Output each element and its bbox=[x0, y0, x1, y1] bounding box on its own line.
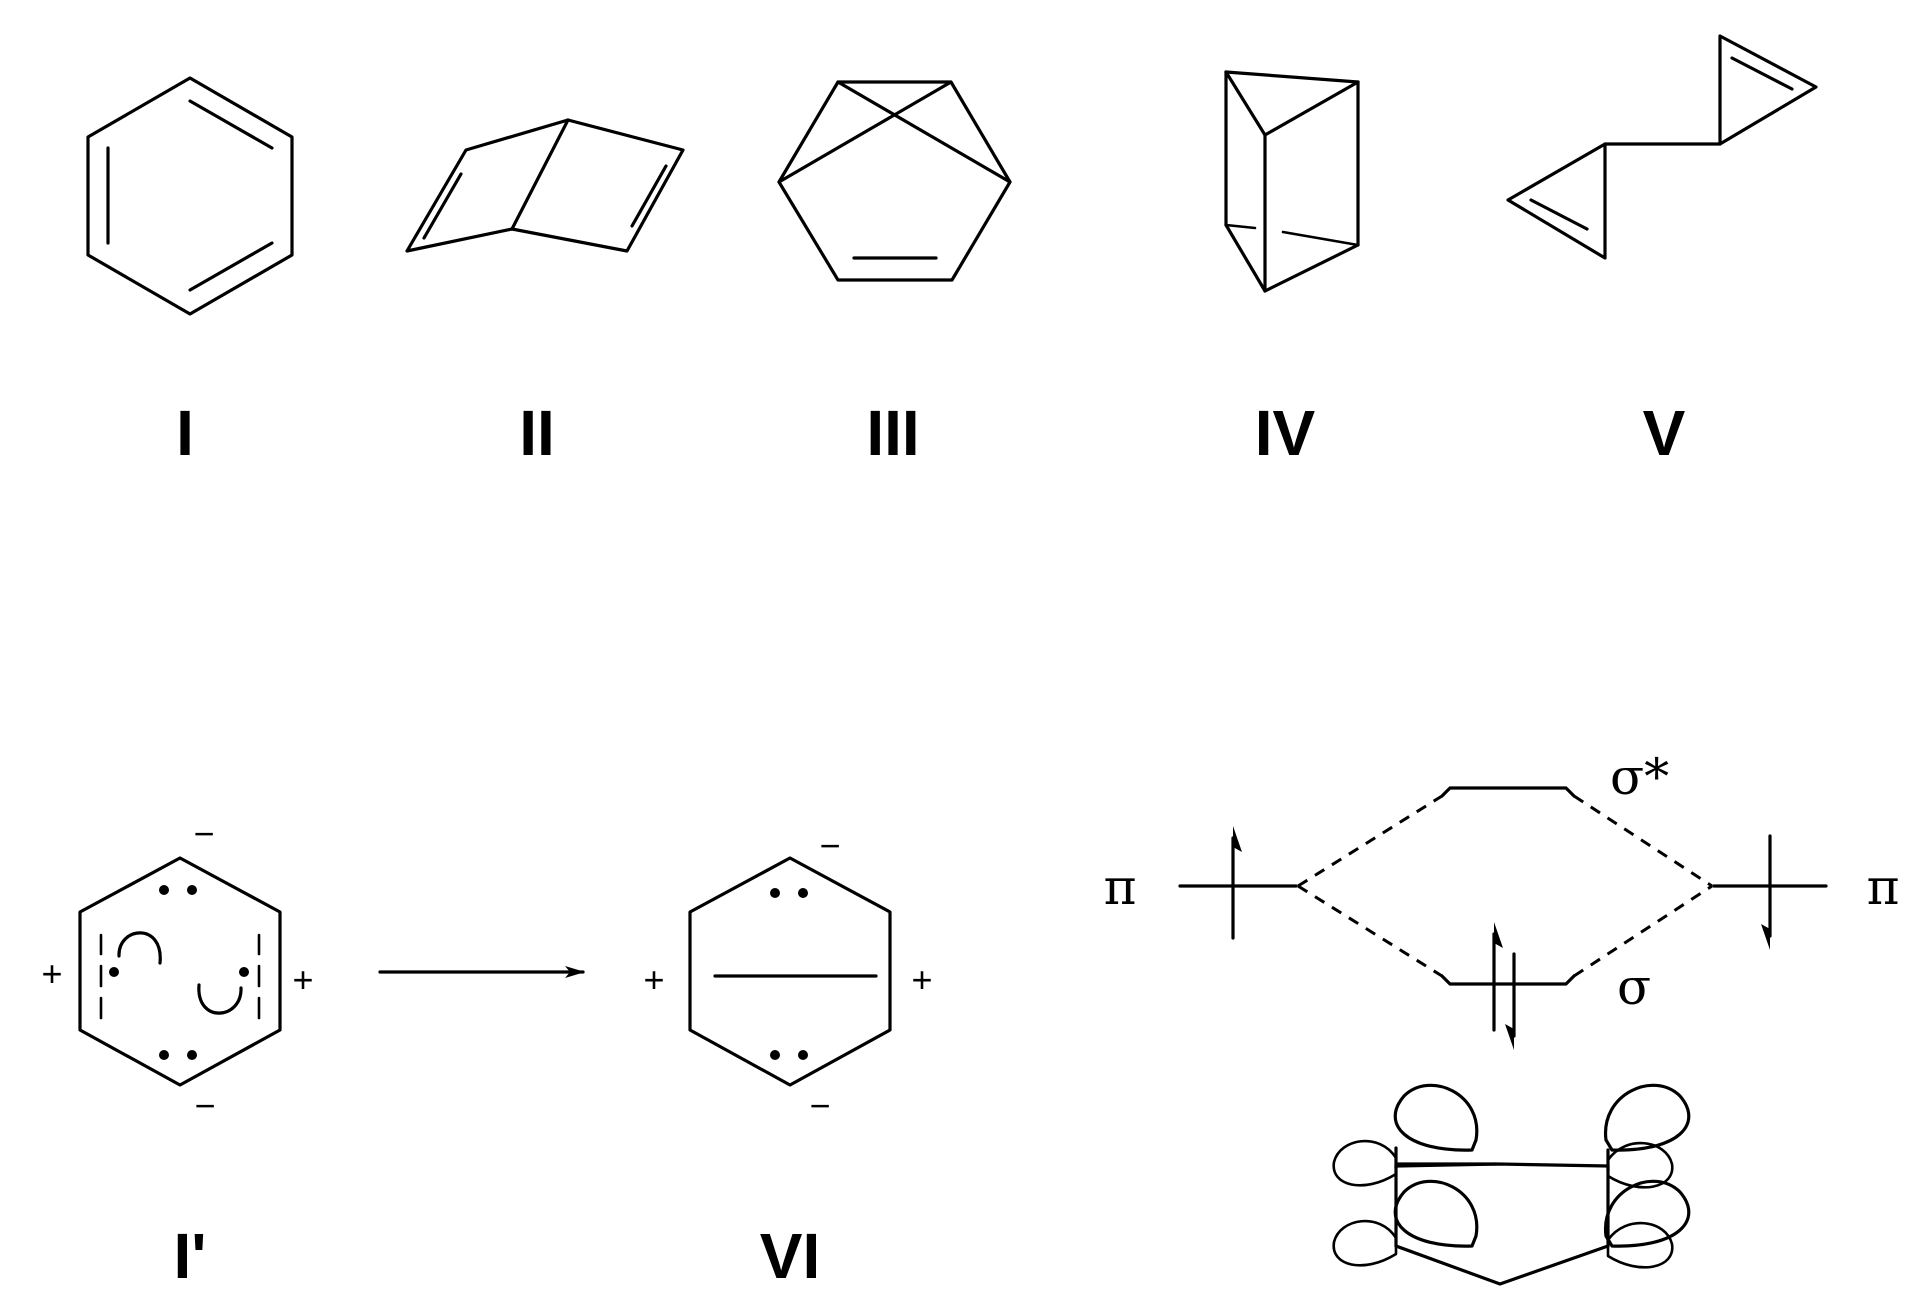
correlation-line bbox=[1297, 794, 1443, 888]
mo-interaction-diagram bbox=[1178, 786, 1828, 1050]
charge-plus-left: + bbox=[643, 959, 664, 1000]
lone-pair-electron bbox=[187, 1050, 197, 1060]
orbital-lobe bbox=[1604, 1083, 1691, 1152]
charge-plus-left: + bbox=[41, 953, 62, 994]
structure-bicyclopropenyl bbox=[1506, 34, 1818, 260]
lone-pair-electron bbox=[798, 1050, 808, 1060]
structure-prismane bbox=[1224, 70, 1360, 293]
spin-up-arrowhead bbox=[1494, 922, 1503, 948]
energy-level-sigma bbox=[1440, 974, 1576, 986]
orbital-lobe-shaded bbox=[1332, 1139, 1398, 1187]
lone-pair-electron bbox=[770, 888, 780, 898]
energy-level-sigma-star bbox=[1440, 786, 1576, 798]
charge-minus-top: − bbox=[193, 813, 214, 854]
spin-up-arrowhead bbox=[1233, 826, 1242, 852]
level-label-pi-left: π bbox=[1104, 858, 1137, 916]
lone-pair-electron bbox=[770, 1050, 780, 1060]
orbital-lobe bbox=[1604, 1179, 1691, 1248]
label-compound-IV: IV bbox=[1255, 397, 1316, 469]
curved-arrow bbox=[117, 931, 162, 965]
radical-electron bbox=[239, 967, 249, 977]
spin-down-arrowhead bbox=[1505, 1024, 1514, 1050]
correlation-line bbox=[1297, 884, 1443, 978]
curved-arrow bbox=[197, 983, 243, 1015]
label-compound-III: III bbox=[866, 397, 919, 469]
charge-minus-bottom: − bbox=[194, 1085, 215, 1126]
charge-plus-right: + bbox=[292, 959, 313, 1000]
structure-bicyclic-zwitterion bbox=[688, 856, 892, 1087]
radical-electron bbox=[109, 967, 119, 977]
lone-pair-electron bbox=[159, 885, 169, 895]
structure-benzvalene bbox=[777, 80, 1012, 282]
charge-minus-top: − bbox=[819, 825, 840, 866]
label-compound-II: II bbox=[519, 397, 555, 469]
lone-pair-electron bbox=[159, 1050, 169, 1060]
spin-down-arrowhead bbox=[1761, 924, 1770, 950]
charge-minus-bottom: − bbox=[809, 1085, 830, 1126]
correlation-line bbox=[1573, 794, 1713, 888]
orbital-lobe-shaded bbox=[1332, 1219, 1398, 1267]
label-compound-I: I bbox=[176, 397, 194, 469]
label-compound-I-prime: I' bbox=[174, 1220, 207, 1292]
structure-dewar-benzene bbox=[405, 118, 685, 253]
level-label-sigma-star: σ* bbox=[1610, 748, 1669, 806]
correlation-line bbox=[1573, 884, 1713, 978]
lone-pair-electron bbox=[187, 885, 197, 895]
level-label-sigma: σ bbox=[1617, 958, 1651, 1016]
orbital-lobe-shaded bbox=[1606, 1221, 1674, 1269]
orbital-skeleton bbox=[1394, 1162, 1610, 1168]
orbital-lobe bbox=[1393, 1179, 1479, 1248]
structure-benzene-resonance-form bbox=[78, 856, 282, 1087]
structure-benzene bbox=[86, 76, 294, 316]
charge-plus-right: + bbox=[911, 959, 932, 1000]
orbital-lobe bbox=[1393, 1083, 1479, 1152]
orbital-skeleton bbox=[1394, 1244, 1610, 1286]
label-compound-V: V bbox=[1643, 397, 1686, 469]
orbital-lobe-drawing bbox=[1332, 1083, 1691, 1286]
orbital-lobe-shaded bbox=[1606, 1141, 1674, 1189]
level-label-pi-right: π bbox=[1867, 858, 1900, 916]
lone-pair-electron bbox=[798, 888, 808, 898]
label-compound-VI: VI bbox=[760, 1220, 820, 1292]
